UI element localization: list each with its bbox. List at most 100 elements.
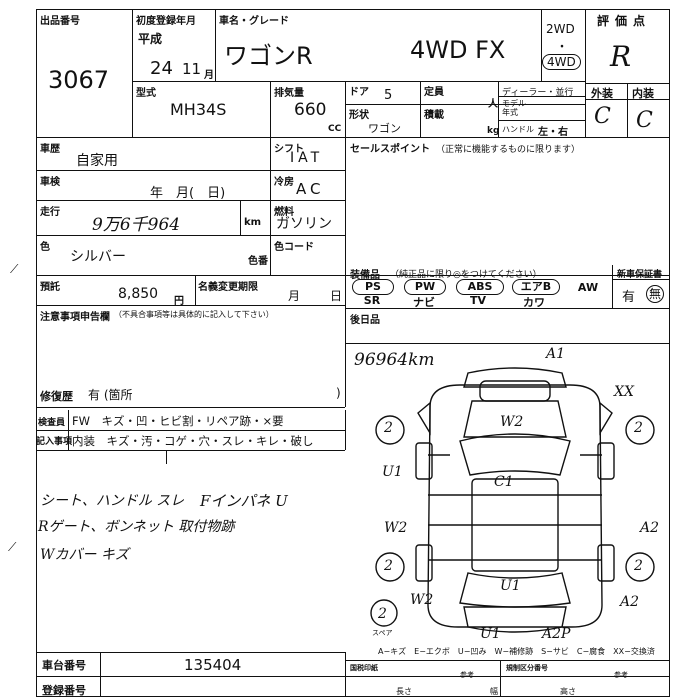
divider: [36, 652, 345, 654]
mark-u1-left: U1: [382, 464, 403, 480]
inspect-row-interior: 内装 キズ・汚・コゲ・穴・スレ・キレ・破し: [72, 434, 314, 448]
inspector-label: 検査員: [38, 418, 66, 428]
first-reg-label: 初度登録年月: [136, 16, 196, 27]
wheel-mark-rl: 2: [384, 558, 393, 574]
divider: [36, 430, 345, 432]
handwritten-note-1: シート、ハンドル スレ: [40, 493, 185, 509]
mark-a2-lower: A2: [620, 594, 640, 610]
inspect-row-fw: FW キズ・凹・ヒビ割・リペア跡・×要: [72, 414, 284, 428]
fuel-value: ガソリン: [276, 216, 332, 232]
cc-value: 660: [294, 100, 327, 120]
model-label: 型式: [136, 88, 156, 99]
mark-u1-center: U1: [500, 578, 521, 594]
wheel-mark-fl: 2: [384, 420, 393, 436]
scan-mark: ⟋: [8, 540, 17, 554]
divider: [132, 9, 134, 137]
odometer-note: 96964km: [354, 350, 435, 370]
chassis-number: 135404: [184, 656, 242, 674]
mark-xx: XX: [614, 384, 634, 400]
divider: [270, 137, 272, 275]
doors-value: 5: [384, 88, 393, 103]
footer-height: 高さ: [560, 687, 576, 696]
sheet-frame: [36, 9, 670, 697]
mark-a1: A1: [546, 346, 566, 362]
footer-ref-1: 参考: [460, 671, 474, 679]
grade: 4WD FX: [410, 36, 506, 64]
cc-unit: CC: [328, 124, 342, 134]
equip-airbag: エアB: [512, 279, 560, 295]
handle-label: ハンドル: [502, 125, 534, 134]
divider: [345, 104, 585, 106]
drive-2wd: 2WD: [546, 22, 575, 36]
equip-sr: SR: [363, 294, 381, 307]
divider: [240, 200, 242, 235]
car-name: ワゴンR: [224, 42, 313, 70]
handle-value: 左・右: [538, 127, 568, 138]
seats-unit: 人: [488, 99, 498, 110]
divider: [36, 275, 670, 277]
damage-diagram: [370, 367, 655, 633]
divider: [36, 676, 670, 678]
model-value: MH34S: [170, 100, 227, 119]
divider: [68, 410, 70, 450]
footer-stamp: 国税印紙: [350, 664, 378, 672]
warranty-label: 新車保証書: [617, 270, 663, 280]
usage-label: 車歴: [40, 144, 60, 155]
color-value: シルバー: [70, 249, 126, 265]
warranty-yes: 有: [622, 290, 636, 305]
warranty-no: 無: [646, 285, 664, 303]
recycle-value: 8,850: [118, 286, 159, 302]
score-value: R: [610, 40, 632, 73]
equipment-sub: （純正品に限り◎をつけてください）: [390, 270, 542, 280]
notes-sub: （不具合事項等は具体的に記入して下さい）: [114, 310, 274, 319]
divider: [345, 308, 670, 310]
usage-value: 自家用: [76, 153, 118, 169]
wheel-mark-spare: 2: [378, 606, 387, 622]
divider: [345, 410, 347, 450]
equipment-label: 装備品: [350, 270, 380, 281]
divider: [132, 81, 585, 83]
ext-grade: C: [594, 104, 611, 129]
ac-label: 冷房: [274, 177, 294, 188]
footer-ref-2: 参考: [614, 671, 628, 679]
divider: [345, 275, 347, 305]
equip-abs: ABS: [456, 279, 504, 295]
equip-aw: AW: [577, 281, 599, 294]
footer-length: 長さ: [396, 687, 412, 696]
mileage-label: 走行: [40, 207, 60, 218]
repair-close: ): [336, 386, 341, 400]
recycle-label: 預託: [40, 282, 60, 293]
rear-items-label: 後日品: [350, 315, 380, 326]
divider: [612, 279, 670, 281]
footer-regulation: 規制区分番号: [506, 664, 548, 672]
scan-mark: ⟋: [10, 262, 19, 276]
era: 平成: [138, 32, 163, 46]
divider: [36, 137, 670, 139]
divider: [345, 305, 347, 407]
handwritten-note-2: Fインパネ U: [200, 492, 288, 510]
divider: [345, 81, 347, 137]
mark-w2-top: W2: [500, 414, 524, 430]
color-code-label: 色コード: [274, 242, 314, 253]
divider: [500, 660, 502, 697]
inspection-value: 年 月( 日): [150, 186, 226, 201]
equip-pw: PW: [404, 279, 446, 295]
recycle-unit: 円: [174, 296, 184, 307]
color-label: 色: [40, 242, 50, 253]
mark-a2-right: A2: [640, 520, 660, 536]
shift-value: IAT: [290, 150, 324, 166]
divider: [498, 120, 585, 122]
equip-leather: カワ: [523, 296, 545, 309]
footer-width: 幅: [490, 687, 498, 696]
shift-label: シフト: [274, 144, 304, 155]
divider: [612, 265, 614, 308]
score-label: 評価点: [597, 14, 652, 28]
damage-legend: A−キズ E−エクボ U−凹み W−補修跡 S−サビ C−腐食 XX−交換済: [378, 647, 655, 656]
equip-tv: TV: [469, 294, 487, 307]
drive-4wd: 4WD: [542, 54, 581, 70]
divider: [215, 9, 217, 81]
divider: [420, 81, 422, 137]
month-value: 11: [182, 60, 202, 78]
divider: [270, 81, 272, 137]
equip-ps: PS: [352, 279, 394, 295]
